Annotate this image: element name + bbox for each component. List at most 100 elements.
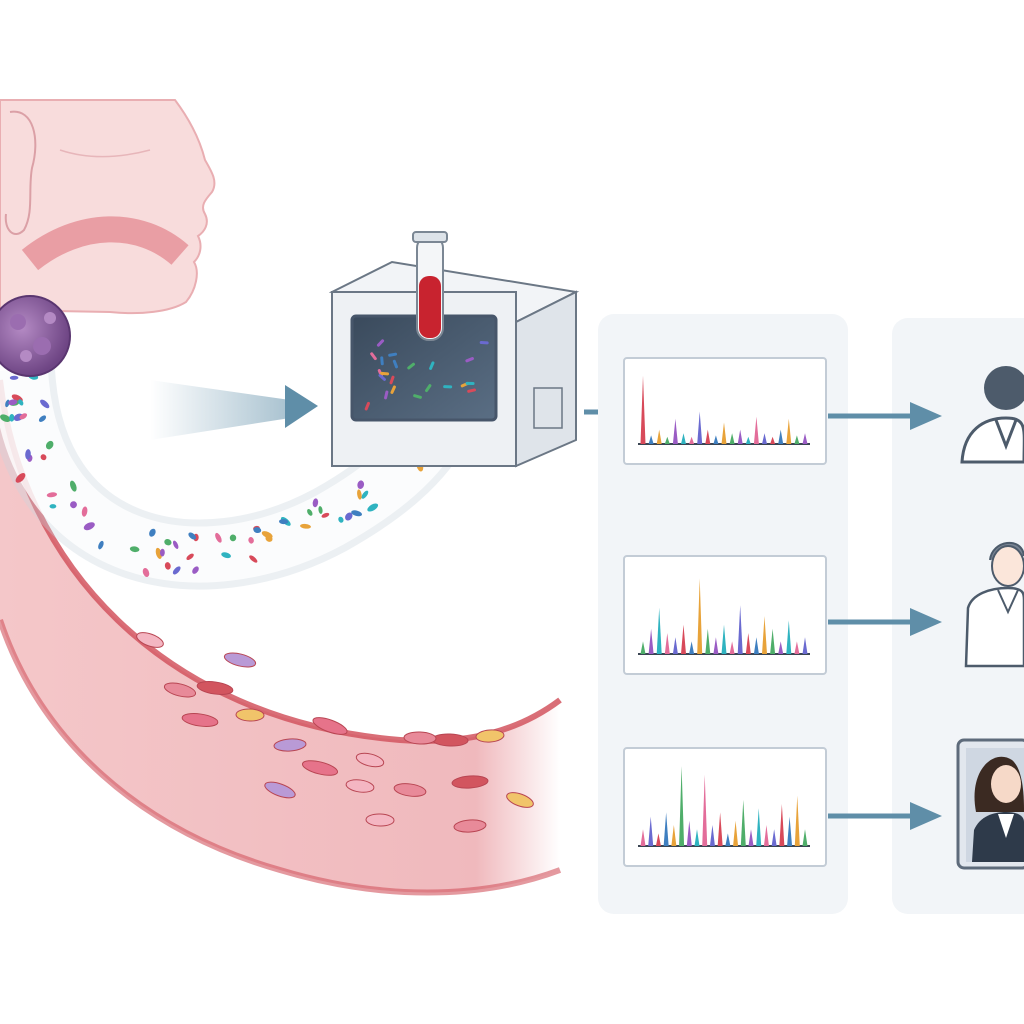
dna-fragment (367, 503, 379, 512)
spectrum-peak (709, 825, 715, 846)
blood-cell (355, 752, 385, 768)
dna-fragment (300, 523, 311, 529)
blood-cell (196, 681, 234, 695)
blood-tube-cap (412, 231, 448, 243)
spectrum-peak (740, 799, 746, 846)
patient-2-face (991, 545, 1024, 587)
blood-cell (312, 717, 348, 735)
patient-1-head (984, 366, 1024, 410)
spectrum-peak (689, 436, 695, 444)
blood-cell (475, 729, 505, 743)
result-arrows (828, 402, 942, 830)
dna-fragment (192, 566, 199, 574)
blood-cell (301, 760, 339, 776)
spectrum-peak (705, 628, 711, 654)
blood-cell (451, 775, 489, 789)
spectrum-chart-3 (623, 747, 827, 867)
spectrum-peak (762, 433, 767, 444)
spectrum-peak (721, 624, 727, 654)
dna-fragment (81, 506, 88, 517)
portrait-shirt (998, 814, 1014, 838)
screen-fragment (384, 390, 389, 400)
red-blood-cells (136, 632, 534, 833)
spectrum-peak (725, 833, 731, 846)
spectrum-peak (640, 375, 646, 444)
blood-cell (181, 713, 219, 727)
spectrum-peak (794, 435, 800, 444)
dna-fragment (83, 522, 95, 531)
spectrum-peak (640, 829, 646, 846)
dna-fragment (361, 490, 369, 499)
dna-fragment (357, 480, 365, 489)
dna-fragment (15, 473, 26, 483)
blood-cell (345, 779, 375, 793)
screen-fragment (413, 394, 422, 399)
spectrum-peak (648, 628, 654, 654)
dna-fragment (312, 498, 319, 508)
tumor-lobe (20, 350, 32, 362)
spectrum-peak (702, 774, 708, 846)
dna-fragment (279, 519, 289, 525)
spectrum-peak (770, 436, 776, 444)
spectrum-peak (802, 637, 808, 654)
spectrum-peak (655, 833, 661, 846)
spectrum-peak (802, 829, 808, 846)
dna-fragment (188, 532, 197, 540)
spectrum-peak (753, 637, 759, 654)
screen-fragment (407, 362, 415, 370)
spectrum-peak (664, 633, 670, 654)
dna-fragment (98, 540, 104, 550)
spectrum-peak (686, 820, 692, 846)
machine-side (515, 290, 577, 468)
spectrum-peak (664, 436, 670, 444)
spectrum-peak (672, 637, 678, 654)
spectrum-peak (802, 433, 808, 444)
spectrum-peak (713, 637, 719, 654)
screen-fragment (392, 359, 398, 369)
spectrum-peak (694, 829, 700, 846)
dna-fragment (338, 516, 344, 523)
dna-fragment (46, 492, 58, 498)
arrow-3-head (910, 802, 942, 830)
spectrum-peak (786, 620, 792, 654)
screen-fragments (364, 339, 489, 411)
machine-side-panel (533, 387, 563, 429)
sample-tube (0, 365, 472, 590)
spectrum-peak (697, 578, 703, 654)
dna-fragment (38, 415, 47, 422)
spectrum-peak (770, 628, 776, 654)
spectrum-peak (672, 418, 678, 444)
tumor-body (0, 295, 71, 377)
screen-fragment (376, 339, 385, 347)
dna-fragment (159, 548, 165, 557)
dna-fragment (229, 534, 237, 542)
spectrum-peak (787, 816, 793, 846)
chart-frame (623, 357, 827, 465)
blood-cell (393, 783, 427, 797)
spectrum-peak (640, 641, 646, 654)
dna-fragment (172, 566, 181, 575)
screen-fragment (378, 373, 386, 381)
spectrum-peak (681, 624, 686, 654)
dna-fragment (40, 399, 50, 409)
throat-channel (21, 216, 189, 271)
spectrum-peak (786, 418, 792, 444)
spectrum-peak (697, 411, 703, 444)
dna-fragment (9, 414, 15, 422)
chart-frame (623, 555, 827, 675)
patient-2-icon (964, 541, 1024, 668)
dna-fragment (5, 399, 10, 408)
ear (4, 110, 37, 235)
spectrum-peak (763, 825, 769, 846)
tumor-lobe (33, 337, 51, 355)
dna-fragment (357, 489, 362, 500)
screen-fragment (465, 357, 474, 363)
dna-fragment (248, 537, 254, 544)
dna-fragment (25, 449, 31, 460)
screen-fragment (467, 388, 477, 393)
spectrum-peak (717, 812, 723, 846)
dna-fragment (261, 531, 273, 539)
spectrum-peak (745, 633, 751, 654)
spectrum-peak (656, 607, 662, 654)
